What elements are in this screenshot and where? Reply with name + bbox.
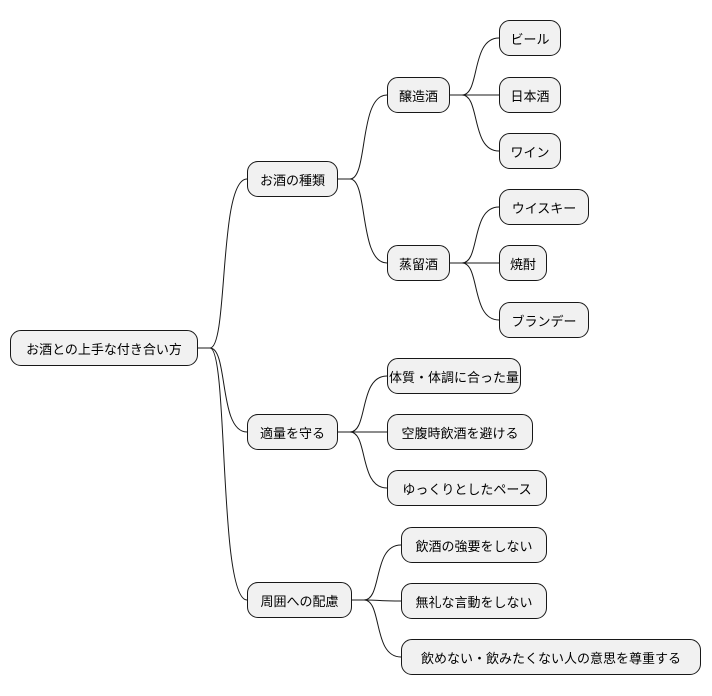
edge-n-b0-0-to-n-b0-0-2: [450, 94, 500, 152]
node-distilled: 蒸留酒: [387, 245, 450, 281]
edge-n-b2-to-n-b2-0: [352, 544, 402, 601]
edge-n-root-to-n-b0: [198, 178, 248, 349]
node-consideration: 周囲への配慮: [247, 582, 352, 618]
root-node: お酒との上手な付き合い方: [10, 330, 198, 366]
node-brandy: ブランデー: [499, 302, 589, 338]
node-wine: ワイン: [499, 133, 561, 169]
node-shochu: 焼酎: [499, 245, 547, 281]
node-avoid-empty-stomach: 空腹時飲酒を避ける: [387, 414, 533, 450]
edge-n-root-to-n-b1: [198, 347, 248, 433]
edge-n-b0-1-to-n-b0-1-2: [450, 262, 500, 321]
edge-n-b2-to-n-b2-2: [352, 599, 402, 658]
node-respect-nondrinkers: 飲めない・飲みたくない人の意思を尊重する: [401, 639, 701, 675]
edge-n-b0-to-n-b0-1: [338, 178, 388, 264]
node-right-amount: 体質・体調に合った量: [387, 358, 521, 394]
edge-n-b1-to-n-b1-0: [338, 375, 388, 433]
node-brewed: 醸造酒: [387, 77, 450, 113]
node-slow-pace: ゆっくりとしたペース: [387, 470, 547, 506]
node-no-rudeness: 無礼な言動をしない: [401, 583, 547, 619]
node-sake: 日本酒: [499, 77, 561, 113]
edge-n-b1-to-n-b1-2: [338, 431, 388, 489]
node-no-forcing: 飲酒の強要をしない: [401, 527, 547, 563]
node-whisky: ウイスキー: [499, 189, 589, 225]
edge-n-b0-1-to-n-b0-1-0: [450, 206, 500, 264]
node-moderation: 適量を守る: [247, 414, 338, 450]
edge-n-b0-0-to-n-b0-0-0: [450, 37, 500, 96]
edge-n-b0-to-n-b0-0: [338, 94, 388, 180]
node-beer: ビール: [499, 20, 561, 56]
node-alcohol-types: お酒の種類: [247, 161, 338, 197]
edge-n-root-to-n-b2: [198, 347, 248, 601]
